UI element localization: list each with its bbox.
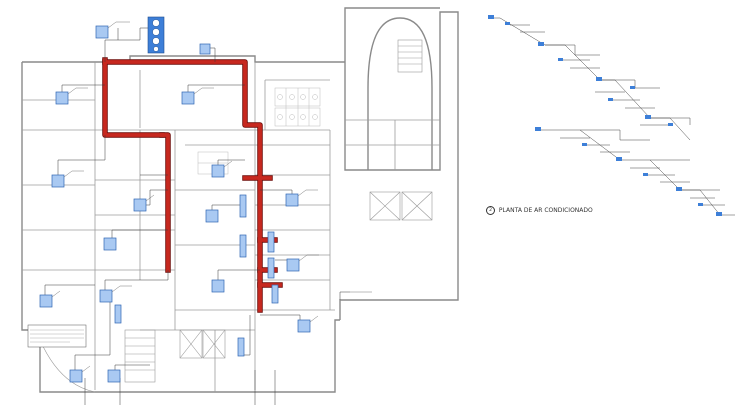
indoor-unit-icon <box>114 304 122 324</box>
indoor-unit-icon <box>69 369 83 383</box>
drawing-number-badge: 2 <box>486 206 495 215</box>
legend-box <box>27 324 87 348</box>
indoor-unit-icon <box>286 258 300 272</box>
indoor-unit-icon <box>267 257 275 279</box>
indoor-units <box>39 25 311 383</box>
indoor-unit-icon <box>267 231 275 253</box>
indoor-unit-icon <box>107 369 121 383</box>
indoor-unit-icon <box>51 174 65 188</box>
indoor-unit-icon <box>133 198 147 212</box>
indoor-unit-icon <box>211 164 225 178</box>
indoor-unit-icon <box>285 193 299 207</box>
indoor-unit-icon <box>95 25 109 39</box>
outdoor-unit-icon <box>147 16 165 54</box>
indoor-unit-icon <box>205 209 219 223</box>
indoor-unit-icon <box>103 237 117 251</box>
branch-lines <box>44 27 350 405</box>
isometric-unit-markers <box>488 15 722 216</box>
indoor-unit-icon <box>237 337 245 357</box>
indoor-unit-icon <box>99 289 113 303</box>
indoor-unit-icon <box>239 234 247 258</box>
indoor-unit-icon <box>211 279 225 293</box>
indoor-unit-icon <box>55 91 69 105</box>
indoor-unit-icon <box>239 194 247 218</box>
drawing-title: PLANTA DE AR CONDICIONADO <box>498 207 593 214</box>
stair-icon <box>39 39 433 393</box>
annotation-leader-icon <box>51 21 372 373</box>
indoor-unit-icon <box>297 319 311 333</box>
indoor-unit-icon <box>39 294 53 308</box>
restroom-fixtures <box>197 87 321 175</box>
indoor-unit-icon <box>199 43 211 55</box>
indoor-unit-icon <box>271 284 279 304</box>
indoor-unit-icon <box>181 91 195 105</box>
drawing-title-block: 2 PLANTA DE AR CONDICIONADO <box>486 206 593 215</box>
isometric-pipe-schematic <box>490 17 735 216</box>
